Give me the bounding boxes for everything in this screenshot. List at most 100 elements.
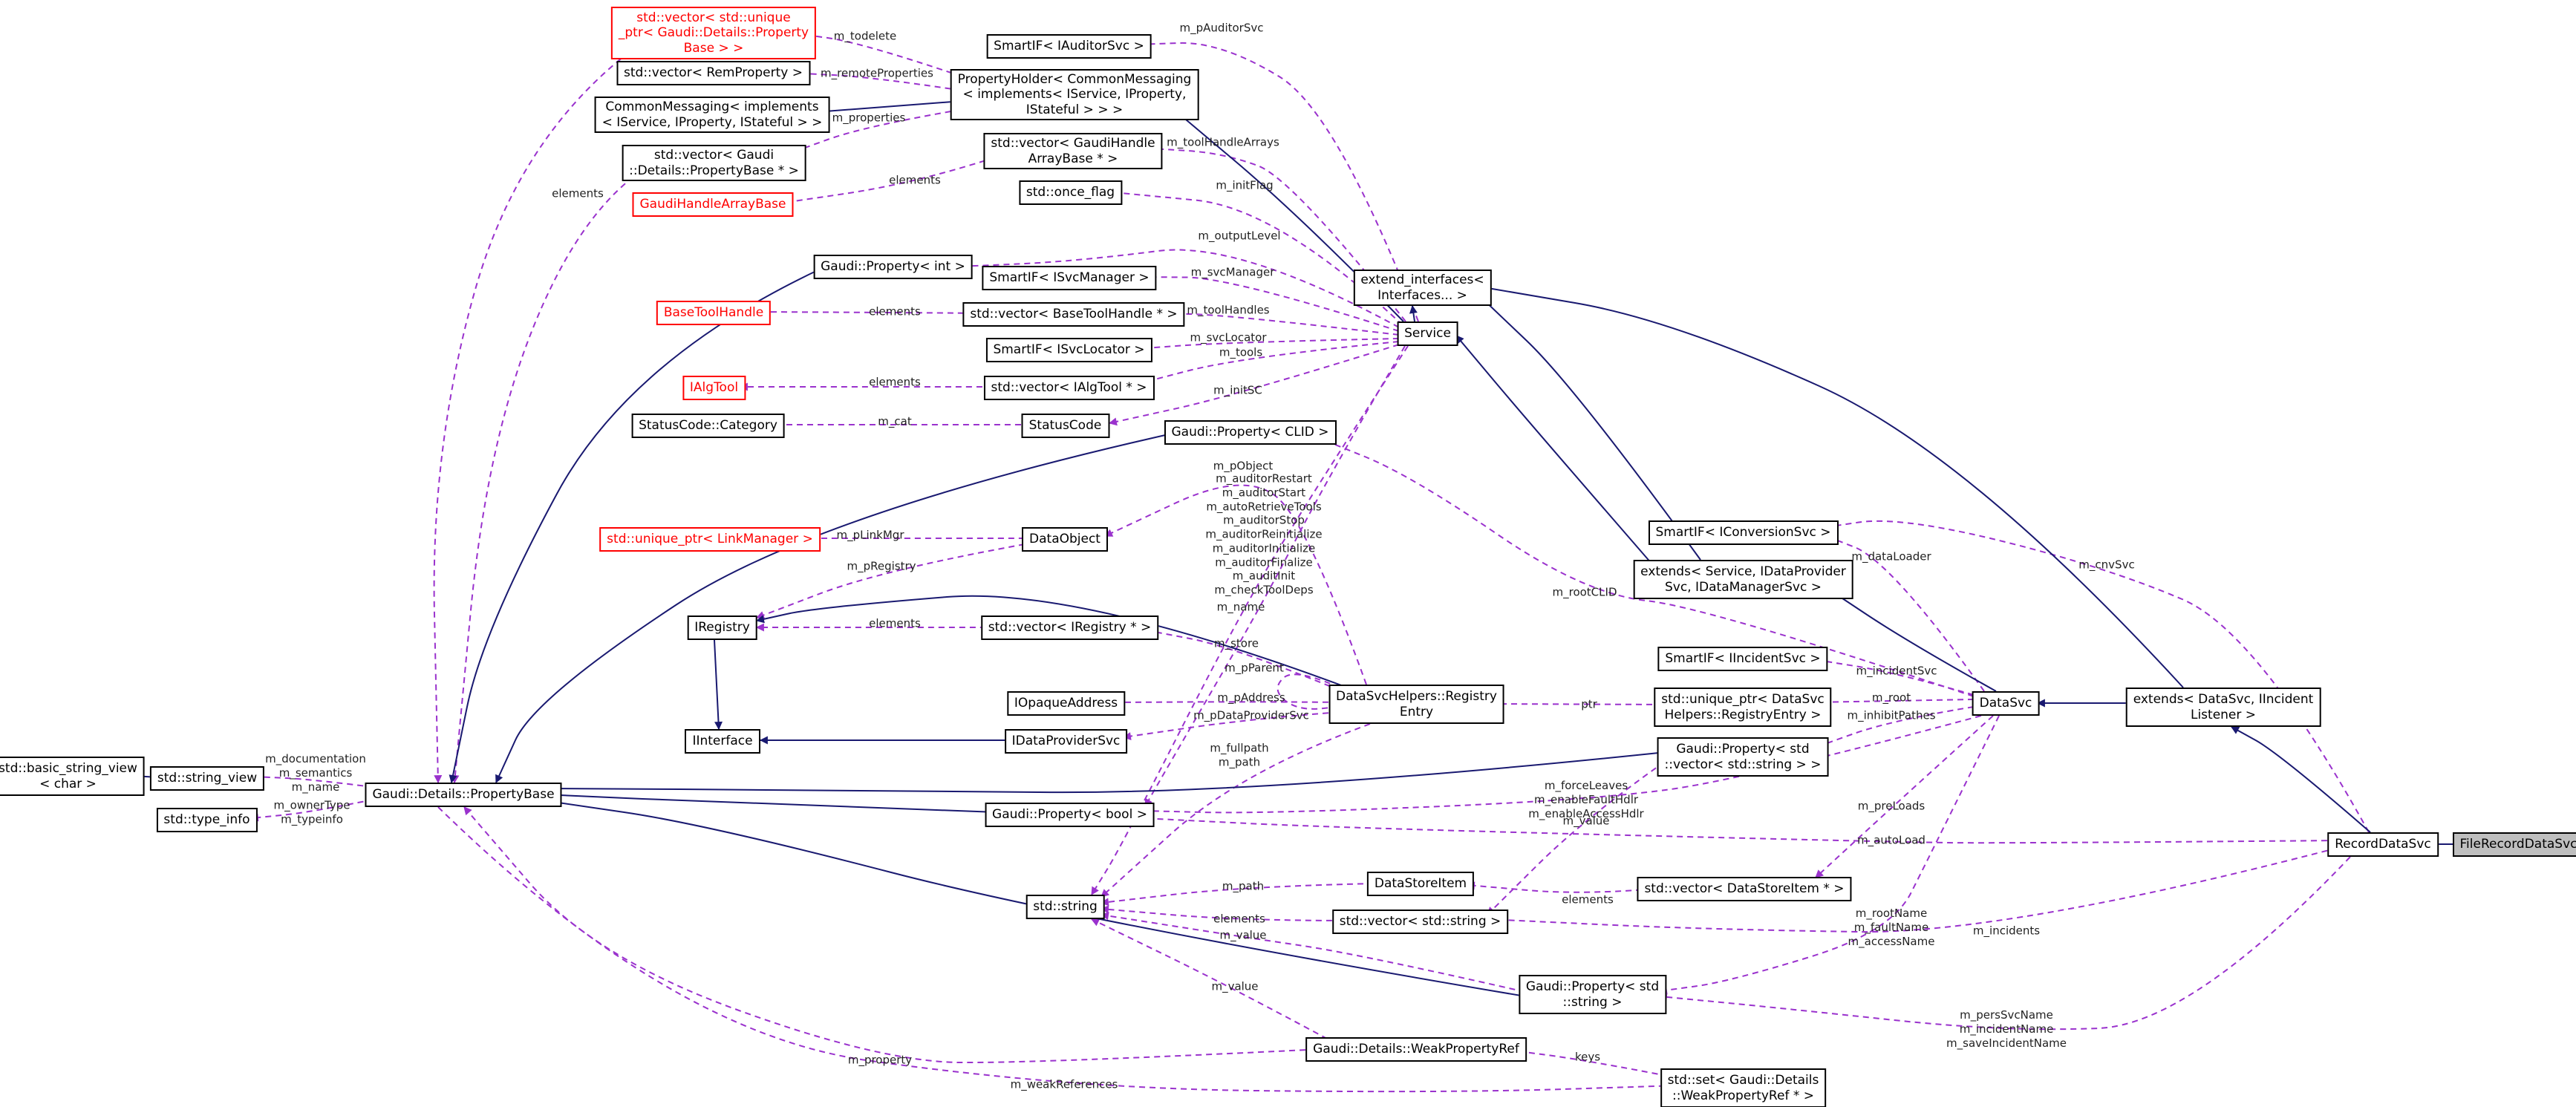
node-set-weakpropertyref[interactable]: std::set< Gaudi::Details ::WeakPropertyR… — [1660, 1068, 1827, 1107]
node-smartif-isvcmanager[interactable]: SmartIF< ISvcManager > — [982, 266, 1157, 290]
edge-label-recorddatasvc-to-vec-string: m_incidents — [1972, 924, 2041, 938]
node-smartif-iconversionsvc[interactable]: SmartIF< IConversionSvc > — [1648, 520, 1839, 545]
edge-label-uptr-registryentry-to-registryentry: ptr — [1581, 697, 1597, 711]
edge-label-service-to-smartif-iauditorsvc: m_pAuditorSvc — [1179, 21, 1264, 35]
edge-datastoreitem-to-std-string — [1100, 883, 1375, 907]
edge-label-datasvc-to-prop-vec-string: m_inhibitPathes — [1847, 708, 1936, 722]
edge-datasvc-to-prop-vec-string — [1811, 706, 1975, 750]
node-extend-interfaces[interactable]: extend_interfaces< Interfaces... > — [1353, 270, 1492, 306]
node-registryentry[interactable]: DataSvcHelpers::Registry Entry — [1328, 685, 1504, 724]
edge-label-vec-gaudihandlearraybase-to-gaudihandlearraybase: elements — [889, 173, 941, 187]
edge-label-datasvc-to-vec-datastoreitem: m_preLoads — [1857, 799, 1926, 813]
edge-label-service-to-std-string: m_name — [1216, 600, 1265, 614]
edge-weakpropertyref-to-propertybase — [463, 806, 1337, 1064]
node-iopaqueaddress[interactable]: IOpaqueAddress — [1006, 691, 1126, 716]
edge-label-weakpropertyref-to-propertybase: m_property — [847, 1053, 913, 1067]
node-datastoreitem[interactable]: DataStoreItem — [1366, 872, 1475, 896]
node-extends-service[interactable]: extends< Service, IDataProvider Svc, IDa… — [1633, 560, 1853, 599]
node-basetoolhandle[interactable]: BaseToolHandle — [656, 301, 772, 325]
edge-label-datasvc-to-prop-bool: m_forceLeaves m_enableFaultHdlr m_enable… — [1528, 778, 1644, 820]
node-vec-ialgtool[interactable]: std::vector< IAlgTool * > — [983, 376, 1155, 400]
node-vec-iregistry[interactable]: std::vector< IRegistry * > — [980, 615, 1159, 640]
edge-recorddatasvc-to-smartif-iconversionsvc — [1815, 520, 2370, 833]
edge-datasvc-to-extends-service — [1824, 586, 1997, 692]
node-smartif-iincidentsvc[interactable]: SmartIF< IIncidentSvc > — [1657, 647, 1828, 671]
edge-dataobject-to-iregistry — [755, 543, 1025, 619]
edge-registryentry-to-std-string — [1100, 723, 1371, 898]
node-smartif-iauditorsvc[interactable]: SmartIF< IAuditorSvc > — [986, 34, 1152, 59]
edge-label-propertybase-to-string-view: m_documentation m_semantics m_name — [265, 751, 366, 794]
node-prop-vec-string[interactable]: Gaudi::Property< std ::vector< std::stri… — [1657, 737, 1829, 777]
edge-label-datasvc-to-uptr-registryentry: m_root — [1871, 690, 1911, 705]
node-iregistry[interactable]: IRegistry — [687, 615, 757, 640]
edge-label-service-to-once-flag: m_initFlag — [1216, 178, 1274, 192]
node-service[interactable]: Service — [1397, 321, 1458, 346]
edge-label-datasvc-to-smartif-iconversionsvc: m_dataLoader — [1851, 549, 1931, 564]
node-prop-string[interactable]: Gaudi::Property< std ::string > — [1518, 975, 1667, 1014]
node-vec-propertybase-ptr[interactable]: std::vector< Gaudi ::Details::PropertyBa… — [622, 145, 806, 181]
edge-propertyholder-to-vec-propertybase-ptr — [785, 105, 982, 156]
node-recorddatasvc[interactable]: RecordDataSvc — [2327, 832, 2439, 857]
node-vec-gaudihandlearraybase[interactable]: std::vector< GaudiHandle ArrayBase * > — [983, 133, 1163, 169]
node-prop-bool[interactable]: Gaudi::Property< bool > — [985, 803, 1155, 827]
node-vec-remproperty[interactable]: std::vector< RemProperty > — [616, 61, 810, 85]
node-smartif-isvclocator[interactable]: SmartIF< ISvcLocator > — [985, 338, 1152, 362]
node-type-info[interactable]: std::type_info — [156, 808, 258, 832]
node-std-string[interactable]: std::string — [1025, 895, 1105, 919]
node-vec-datastoreitem[interactable]: std::vector< DataStoreItem * > — [1637, 877, 1852, 901]
node-propertyholder[interactable]: PropertyHolder< CommonMessaging < implem… — [950, 69, 1199, 120]
node-string-view[interactable]: std::string_view — [149, 766, 265, 791]
edge-datasvc-to-smartif-iconversionsvc — [1815, 531, 1985, 692]
node-once-flag[interactable]: std::once_flag — [1018, 180, 1123, 205]
edge-service-to-prop-int — [957, 249, 1400, 328]
edge-registryentry-to-idataprovidersvc — [1122, 711, 1350, 741]
node-dataobject[interactable]: DataObject — [1022, 527, 1108, 552]
node-statuscode[interactable]: StatusCode — [1021, 414, 1109, 438]
node-vec-uptr-propertybase[interactable]: std::vector< std::unique _ptr< Gaudi::De… — [610, 7, 817, 59]
edge-iregistry-to-iinterface — [714, 639, 723, 731]
edge-label-recorddatasvc-to-prop-bool: m_autoLoad — [1857, 833, 1926, 847]
edge-uptr-registryentry-to-registryentry — [1482, 699, 1674, 708]
edge-registryentry-to-vec-iregistry — [1141, 627, 1350, 695]
edge-label-prop-vec-string-to-vec-string: m_value — [1562, 814, 1610, 828]
node-idataprovidersvc[interactable]: IDataProviderSvc — [1004, 729, 1128, 754]
edge-label-registryentry-to-idataprovidersvc: m_pDataProviderSvc — [1193, 708, 1309, 722]
edge-label-recorddatasvc-to-smartif-iconversionsvc: m_cnvSvc — [2078, 558, 2135, 572]
node-uptr-linkmanager[interactable]: std::unique_ptr< LinkManager > — [599, 527, 821, 552]
node-statuscode-category[interactable]: StatusCode::Category — [631, 414, 785, 438]
edge-label-propertyholder-to-vec-uptr-propertybase: m_todelete — [833, 29, 897, 43]
edge-service-to-vec-gaudihandlearraybase — [1150, 145, 1406, 322]
node-prop-int[interactable]: Gaudi::Property< int > — [813, 255, 973, 279]
edge-service-to-std-string — [1091, 345, 1409, 895]
edge-prop-vec-string-to-propertybase — [541, 751, 1674, 794]
edge-label-dataobject-to-iregistry: m_pRegistry — [847, 559, 916, 573]
edge-label-datasvc-to-prop-string: m_rootName m_faultName m_accessName — [1848, 906, 1935, 948]
edge-datasvc-to-smartif-iincidentsvc — [1811, 656, 1975, 696]
node-iinterface[interactable]: IInterface — [685, 729, 760, 754]
edge-label-service-to-smartif-isvcmanager: m_svcManager — [1190, 265, 1275, 279]
edge-extends-service-to-extend-interfaces — [1478, 295, 1701, 561]
node-uptr-registryentry[interactable]: std::unique_ptr< DataSvc Helpers::Regist… — [1654, 688, 1832, 727]
node-prop-clid[interactable]: Gaudi::Property< CLID > — [1164, 420, 1337, 445]
node-commonmessaging[interactable]: CommonMessaging< implements < IService, … — [594, 97, 830, 133]
node-extends-datasvc[interactable]: extends< DataSvc, IIncident Listener > — [2125, 688, 2321, 727]
edge-label-service-to-smartif-isvclocator: m_svcLocator — [1190, 330, 1267, 344]
node-ialgtool[interactable]: IAlgTool — [682, 376, 746, 400]
edge-service-to-smartif-isvclocator — [1133, 338, 1400, 353]
node-vec-string[interactable]: std::vector< std::string > — [1331, 910, 1509, 934]
node-weakpropertyref[interactable]: Gaudi::Details::WeakPropertyRef — [1305, 1037, 1527, 1062]
node-propertybase[interactable]: Gaudi::Details::PropertyBase — [365, 783, 562, 807]
edge-extends-service-to-service — [1455, 335, 1663, 576]
node-vec-basetoolhandle[interactable]: std::vector< BaseToolHandle * > — [962, 302, 1185, 327]
edge-label-dataobject-to-uptr-linkmanager: m_pLinkMgr — [836, 528, 904, 542]
node-basic-string-view[interactable]: std::basic_string_view < char > — [0, 757, 145, 796]
edge-datasvc-to-vec-datastoreitem — [1815, 715, 1994, 878]
edge-label-datasvc-to-prop-clid: m_rootCLID — [1552, 585, 1617, 599]
edge-recorddatasvc-to-prop-bool — [1141, 814, 2338, 844]
node-gaudihandlearraybase[interactable]: GaudiHandleArrayBase — [632, 192, 794, 217]
edge-label-service-to-vec-basetoolhandle: m_toolHandles — [1187, 303, 1270, 317]
edge-recorddatasvc-to-vec-string — [1486, 847, 2338, 933]
edge-propertybase-to-type-info — [250, 797, 385, 822]
node-datasvc[interactable]: DataSvc — [1972, 691, 2040, 716]
